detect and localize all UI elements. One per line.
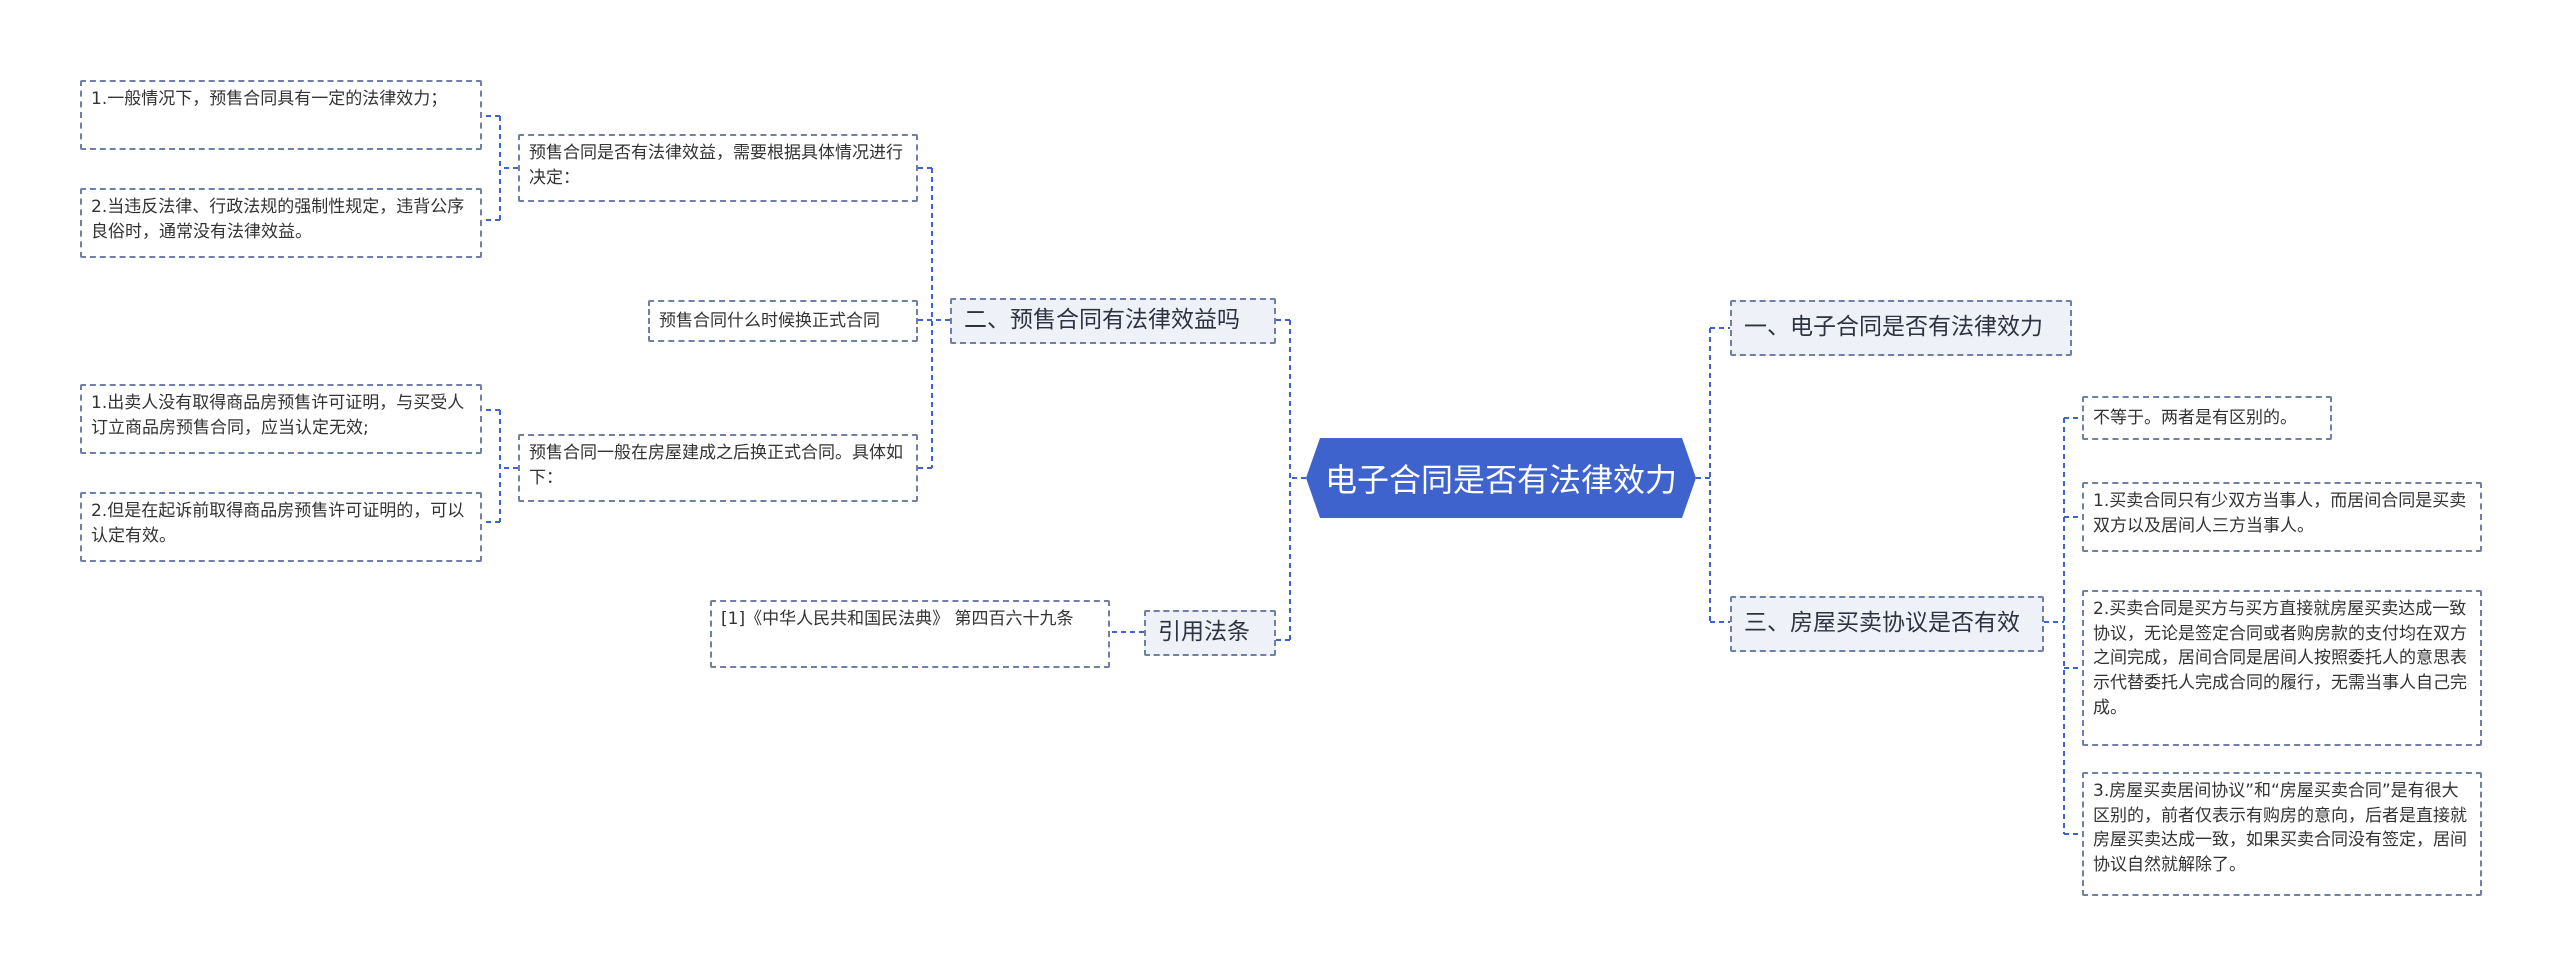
presale-validity-text: 预售合同是否有法律效益，需要根据具体情况进行决定： xyxy=(529,143,903,188)
branch-house[interactable]: 三、房屋买卖协议是否有效 xyxy=(1730,596,2044,652)
house-item-3-text: 3.房屋买卖居间协议”和“房屋买卖合同”是有很大区别的，前者仅表示有购房的意向，… xyxy=(2093,781,2467,875)
validity-item-2[interactable]: 2.当违反法律、行政法规的强制性规定，违背公序良俗时，通常没有法律效益。 xyxy=(80,188,482,258)
branch-presale-title: 二、预售合同有法律效益吗 xyxy=(964,307,1240,334)
replace-item-1[interactable]: 1.出卖人没有取得商品房预售许可证明，与买受人订立商品房预售合同，应当认定无效; xyxy=(80,384,482,454)
house-item-0-text: 不等于。两者是有区别的。 xyxy=(2093,407,2297,428)
validity-item-1[interactable]: 1.一般情况下，预售合同具有一定的法律效力； xyxy=(80,80,482,150)
presale-when-text: 预售合同什么时候换正式合同 xyxy=(659,310,880,331)
house-item-1-text: 1.买卖合同只有少双方当事人，而居间合同是买卖双方以及居间人三方当事人。 xyxy=(2093,491,2467,536)
house-item-1[interactable]: 1.买卖合同只有少双方当事人，而居间合同是买卖双方以及居间人三方当事人。 xyxy=(2082,482,2482,552)
branch-law[interactable]: 引用法条 xyxy=(1144,610,1276,656)
presale-validity-node[interactable]: 预售合同是否有法律效益，需要根据具体情况进行决定： xyxy=(518,134,918,202)
house-item-2-text: 2.买卖合同是买方与买方直接就房屋买卖达成一致协议，无论是签定合同或者购房款的支… xyxy=(2093,599,2467,718)
house-item-3[interactable]: 3.房屋买卖居间协议”和“房屋买卖合同”是有很大区别的，前者仅表示有购房的意向，… xyxy=(2082,772,2482,896)
replace-item-2-text: 2.但是在起诉前取得商品房预售许可证明的，可以认定有效。 xyxy=(91,501,465,546)
branch-econtract[interactable]: 一、电子合同是否有法律效力 xyxy=(1730,300,2072,356)
presale-replace-node[interactable]: 预售合同一般在房屋建成之后换正式合同。具体如下： xyxy=(518,434,918,502)
replace-item-2[interactable]: 2.但是在起诉前取得商品房预售许可证明的，可以认定有效。 xyxy=(80,492,482,562)
law-item-1[interactable]: [1]《中华人民共和国民法典》 第四百六十九条 xyxy=(710,600,1110,668)
branch-presale[interactable]: 二、预售合同有法律效益吗 xyxy=(950,298,1276,344)
branch-house-title: 三、房屋买卖协议是否有效 xyxy=(1744,610,2020,637)
presale-replace-text: 预售合同一般在房屋建成之后换正式合同。具体如下： xyxy=(529,443,903,488)
validity-item-2-text: 2.当违反法律、行政法规的强制性规定，违背公序良俗时，通常没有法律效益。 xyxy=(91,197,465,242)
house-item-2[interactable]: 2.买卖合同是买方与买方直接就房屋买卖达成一致协议，无论是签定合同或者购房款的支… xyxy=(2082,590,2482,746)
root-topic[interactable]: 电子合同是否有法律效力 xyxy=(1306,438,1696,518)
house-item-0[interactable]: 不等于。两者是有区别的。 xyxy=(2082,396,2332,440)
root-topic-title: 电子合同是否有法律效力 xyxy=(1324,461,1677,499)
replace-item-1-text: 1.出卖人没有取得商品房预售许可证明，与买受人订立商品房预售合同，应当认定无效; xyxy=(91,393,465,438)
validity-item-1-text: 1.一般情况下，预售合同具有一定的法律效力； xyxy=(91,89,448,109)
branch-econtract-title: 一、电子合同是否有法律效力 xyxy=(1744,314,2043,341)
presale-when-node[interactable]: 预售合同什么时候换正式合同 xyxy=(648,300,918,342)
law-item-1-text: [1]《中华人民共和国民法典》 第四百六十九条 xyxy=(721,609,1074,629)
branch-law-title: 引用法条 xyxy=(1158,619,1250,646)
